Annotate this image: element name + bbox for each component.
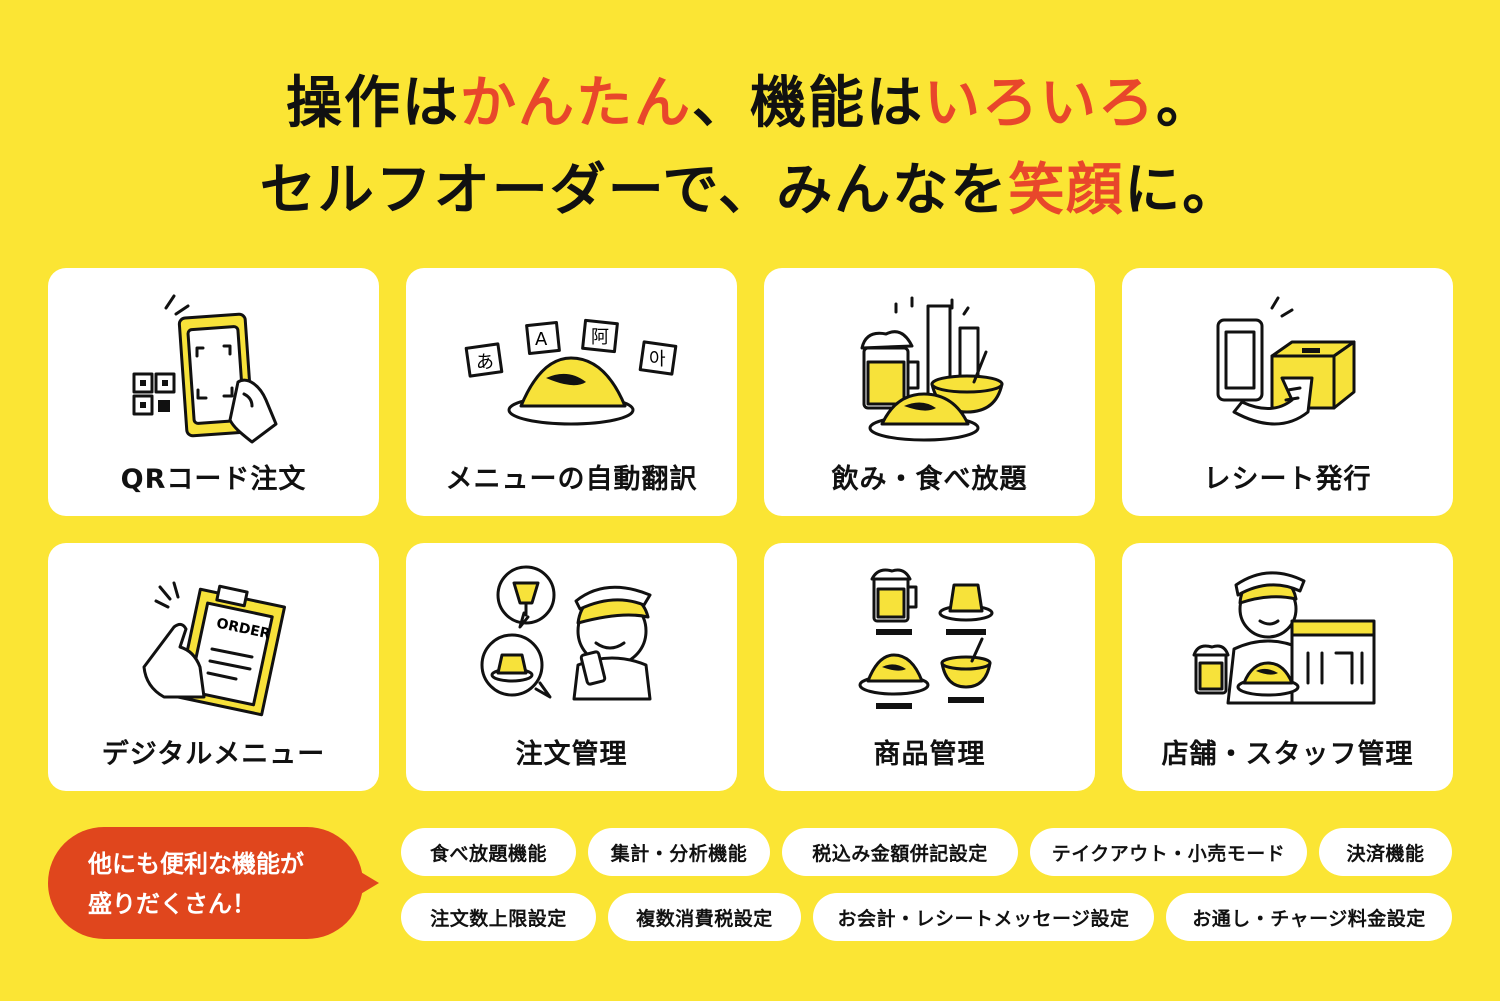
feature-chip: 複数消費税設定: [608, 893, 801, 941]
headline-text: 、機能は: [692, 71, 924, 136]
more-features-bubble: 他にも便利な機能が 盛りだくさん！: [48, 827, 379, 939]
feature-label: 飲み・食べ放題: [831, 464, 1028, 495]
feature-chip: 税込み金額併記設定: [782, 828, 1018, 876]
headline-text: 操作は: [286, 71, 460, 136]
headline-line-1: 操作はかんたん、機能はいろいろ。: [0, 76, 1500, 132]
translate-char: 아: [649, 349, 666, 370]
bubble-line: 他にも便利な機能が: [88, 850, 304, 878]
feature-label: メニューの自動翻訳: [445, 464, 698, 495]
clipboard-order-icon: ORDER: [142, 581, 286, 717]
feature-label: 商品管理: [873, 739, 986, 770]
bubble-line: 盛りだくさん！: [88, 890, 256, 918]
feature-card-product-management: 商品管理: [764, 543, 1095, 791]
products-icon: [858, 568, 994, 709]
headline-text: セルフオーダーで、みんなを: [259, 158, 1009, 223]
feature-label: 店舗・スタッフ管理: [1161, 739, 1414, 770]
headline-accent-text: 笑顔: [1008, 158, 1125, 223]
bubble-tail: [359, 871, 379, 895]
feature-chip: 食べ放題機能: [401, 828, 576, 876]
translate-omelet-icon: あ A 阿 아: [464, 318, 678, 426]
feature-label: レシート発行: [1203, 464, 1372, 495]
feature-label: 注文管理: [515, 739, 628, 770]
headline-accent-text: かんたん: [460, 71, 692, 136]
feature-chip: 注文数上限設定: [401, 893, 596, 941]
headline-text: に。: [1124, 158, 1241, 223]
drinks-food-icon: [860, 296, 1004, 442]
headline-accent-text: いろいろ: [924, 71, 1156, 136]
feature-chip: お通し・チャージ料金設定: [1166, 893, 1452, 941]
feature-card-store-staff: 店舗・スタッフ管理: [1122, 543, 1453, 791]
feature-chip: 集計・分析機能: [588, 828, 770, 876]
feature-chip: お会計・レシートメッセージ設定: [813, 893, 1154, 941]
qr-phone-icon: [132, 294, 278, 444]
receipt-printer-icon: [1216, 296, 1356, 426]
feature-label: デジタルメニュー: [101, 739, 326, 770]
feature-card-qr-order: QRコード注文: [48, 268, 379, 516]
feature-label: QRコード注文: [120, 464, 307, 495]
feature-chip: 決済機能: [1319, 828, 1452, 876]
headline-text: 。: [1156, 71, 1214, 136]
feature-card-order-management: 注文管理: [406, 543, 737, 791]
feature-chip: テイクアウト・小売モード: [1030, 828, 1307, 876]
feature-card-auto-translate: あ A 阿 아 メニューの自動翻訳: [406, 268, 737, 516]
translate-char: A: [535, 329, 548, 350]
translate-char: あ: [476, 352, 494, 373]
feature-card-digital-menu: ORDER デジタルメニュー: [48, 543, 379, 791]
feature-card-receipt: レシート発行: [1122, 268, 1453, 516]
feature-card-all-you-can-eat: 飲み・食べ放題: [764, 268, 1095, 516]
translate-char: 阿: [591, 327, 609, 348]
staff-order-icon: [480, 565, 652, 701]
store-staff-icon: [1192, 571, 1376, 705]
headline-line-2: セルフオーダーで、みんなを笑顔に。: [0, 163, 1500, 219]
